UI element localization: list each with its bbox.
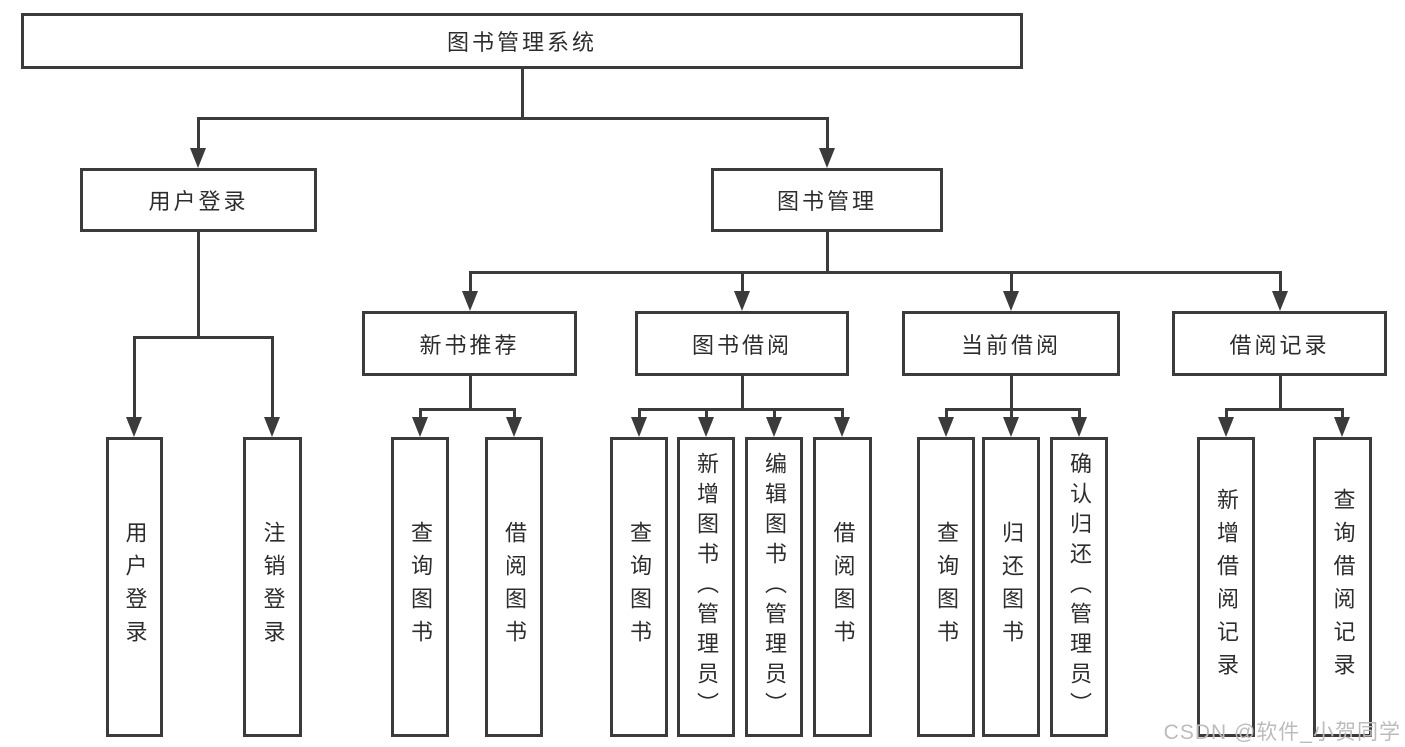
connector-child-stem [740, 271, 744, 293]
node-book-mgmt: 图书管理 [711, 168, 943, 232]
connector-child-stem [468, 271, 472, 293]
node-leaf-logout: 注销登录 [243, 437, 302, 737]
connector-child-stem [704, 408, 708, 419]
connector-child-stem [512, 408, 516, 419]
arrowhead-down-icon [1218, 417, 1234, 437]
node-label: 当前借阅 [960, 332, 1061, 358]
connector-child-stem [270, 336, 274, 419]
connector-parent-stem [1009, 376, 1013, 411]
node-label: 编辑图书（管理员） [762, 452, 787, 722]
node-label: 新增借阅记录 [1214, 488, 1239, 686]
connector-child-stem [1009, 271, 1013, 293]
connector-parent-stem [825, 232, 829, 274]
connector-rail [637, 408, 844, 411]
arrowhead-down-icon [766, 417, 782, 437]
arrowhead-down-icon [506, 417, 522, 437]
arrowhead-down-icon [819, 148, 835, 168]
arrowhead-down-icon [1272, 291, 1288, 311]
connector-child-stem [1278, 271, 1282, 293]
connector-child-stem [1224, 408, 1228, 419]
arrowhead-down-icon [631, 417, 647, 437]
node-label: 新增图书（管理员） [694, 452, 719, 722]
connector-rail [196, 117, 829, 120]
node-label: 图书管理系统 [446, 30, 597, 55]
node-leaf-query-book-3: 查询图书 [917, 437, 975, 737]
connector-parent-stem [1278, 376, 1282, 411]
arrowhead-down-icon [1334, 417, 1350, 437]
node-label: 用户登录 [122, 521, 148, 653]
arrowhead-down-icon [462, 291, 478, 311]
node-user-login: 用户登录 [80, 168, 317, 232]
node-leaf-add-record: 新增借阅记录 [1197, 437, 1255, 737]
node-leaf-edit-book: 编辑图书（管理员） [745, 437, 803, 737]
connector-parent-stem [196, 232, 200, 339]
node-label: 确认归还（管理员） [1067, 452, 1092, 722]
node-label: 查询图书 [627, 521, 652, 653]
node-leaf-borrow-book-1: 借阅图书 [485, 437, 543, 737]
connector-child-stem [418, 408, 422, 419]
node-new-book-rec: 新书推荐 [362, 311, 577, 376]
connector-rail [1224, 408, 1344, 411]
node-label: 图书借阅 [691, 332, 792, 358]
arrowhead-down-icon [1071, 417, 1087, 437]
node-borrow-record: 借阅记录 [1172, 311, 1387, 376]
connector-rail [468, 271, 1282, 274]
node-leaf-add-book: 新增图书（管理员） [677, 437, 735, 737]
connector-child-stem [825, 117, 829, 150]
node-label: 注销登录 [260, 521, 286, 653]
arrowhead-down-icon [126, 417, 142, 437]
connector-parent-stem [520, 69, 524, 120]
connector-rail [418, 408, 516, 411]
node-root: 图书管理系统 [21, 13, 1023, 69]
node-leaf-confirm-return: 确认归还（管理员） [1050, 437, 1108, 737]
arrowhead-down-icon [734, 291, 750, 311]
connector-parent-stem [740, 376, 744, 411]
connector-child-stem [637, 408, 641, 419]
connector-child-stem [1009, 408, 1013, 419]
connector-child-stem [132, 336, 136, 419]
arrowhead-down-icon [938, 417, 954, 437]
arrowhead-down-icon [412, 417, 428, 437]
node-label: 查询图书 [934, 521, 959, 653]
node-leaf-query-record: 查询借阅记录 [1313, 437, 1372, 737]
node-leaf-borrow-book-2: 借阅图书 [813, 437, 872, 737]
connector-child-stem [840, 408, 844, 419]
connector-child-stem [944, 408, 948, 419]
arrowhead-down-icon [698, 417, 714, 437]
node-book-borrow: 图书借阅 [635, 311, 849, 376]
node-label: 归还图书 [999, 521, 1024, 653]
arrowhead-down-icon [1003, 417, 1019, 437]
node-label: 新书推荐 [419, 332, 520, 358]
node-label: 图书管理 [776, 189, 877, 214]
node-current-borrow: 当前借阅 [902, 311, 1120, 376]
connector-child-stem [772, 408, 776, 419]
node-label: 用户登录 [148, 189, 249, 214]
arrowhead-down-icon [834, 417, 850, 437]
node-leaf-query-book-1: 查询图书 [391, 437, 449, 737]
arrowhead-down-icon [190, 148, 206, 168]
node-leaf-return-book: 归还图书 [982, 437, 1040, 737]
connector-child-stem [1340, 408, 1344, 419]
connector-child-stem [1077, 408, 1081, 419]
node-label: 借阅图书 [830, 521, 856, 653]
node-leaf-user-login: 用户登录 [106, 437, 163, 737]
connector-rail [132, 336, 274, 339]
connector-child-stem [196, 117, 200, 150]
node-label: 查询借阅记录 [1330, 488, 1356, 686]
node-label: 借阅记录 [1229, 332, 1330, 358]
connector-rail [944, 408, 1081, 411]
arrowhead-down-icon [264, 417, 280, 437]
node-label: 借阅图书 [502, 521, 527, 653]
csdn-watermark: CSDN @软件_小贺同学 [1163, 721, 1401, 744]
node-label: 查询图书 [408, 521, 433, 653]
connector-parent-stem [468, 376, 472, 411]
arrowhead-down-icon [1003, 291, 1019, 311]
node-leaf-query-book-2: 查询图书 [610, 437, 668, 737]
